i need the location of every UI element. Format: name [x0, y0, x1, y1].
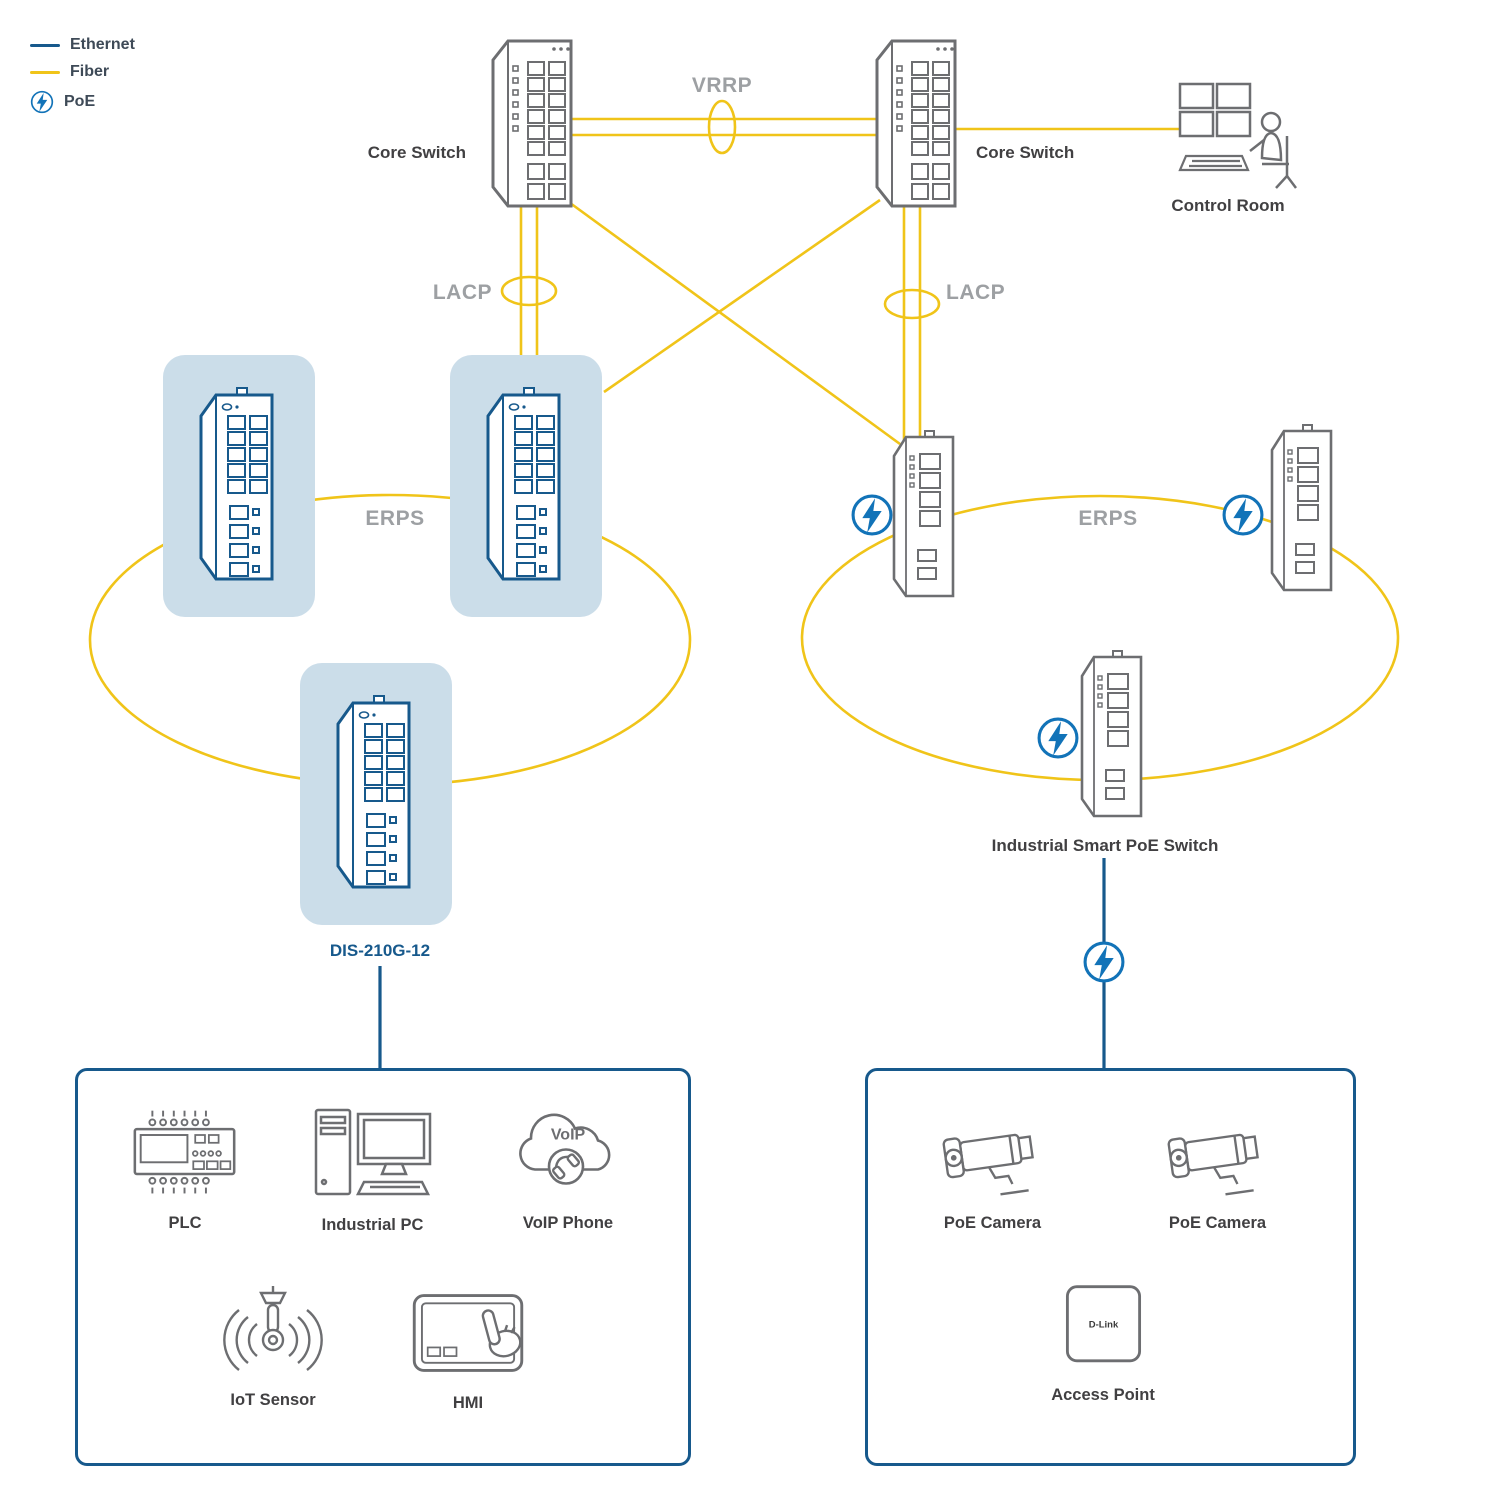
control-room-label: Control Room	[1171, 196, 1285, 215]
erps-right-label: ERPS	[1078, 507, 1138, 530]
fiber-line-swatch	[30, 70, 60, 74]
poe-switch-label: Industrial Smart PoE Switch	[991, 836, 1219, 855]
control-room	[1168, 80, 1298, 195]
core-switch-left	[478, 36, 578, 211]
access-point-label: Access Point	[1051, 1386, 1155, 1404]
poe-lightning-icon	[1221, 493, 1265, 537]
endpoint-poe-camera-1: PoE Camera	[915, 1112, 1070, 1233]
poe-icon	[30, 90, 54, 114]
control-room-icon	[1178, 82, 1297, 189]
voip-phone-icon: VoIP	[518, 1113, 610, 1185]
fiber-cross-link-1	[565, 198, 901, 446]
iot-sensor-icon	[222, 1286, 323, 1371]
industrial-pc-label: Industrial PC	[321, 1216, 424, 1234]
legend-poe: PoE	[30, 90, 135, 114]
vrrp-aggregation-oval	[707, 99, 737, 155]
core-switch-left-label: Core Switch	[367, 143, 466, 162]
voip-phone-label: VoIP Phone	[522, 1214, 614, 1232]
poe-lightning-icon	[850, 493, 894, 537]
poe-switch-2	[1256, 422, 1346, 597]
poe-camera-1-label: PoE Camera	[943, 1214, 1042, 1232]
endpoints-box-right	[865, 1068, 1356, 1466]
endpoint-hmi: HMI	[398, 1286, 538, 1413]
iot-sensor-label: IoT Sensor	[230, 1391, 316, 1409]
legend-fiber: Fiber	[30, 63, 135, 81]
access-point-icon: D-Link	[1065, 1285, 1141, 1363]
vrrp-label: VRRP	[691, 74, 753, 97]
poe-lightning-icon	[1036, 716, 1080, 760]
access-point-logo-text: D-Link	[1088, 1320, 1118, 1331]
endpoint-access-point: D-Link Access Point	[1033, 1282, 1173, 1405]
poe-camera-2-label: PoE Camera	[1168, 1214, 1267, 1232]
core-switch-right-label: Core Switch	[976, 143, 1075, 162]
poe-badge-switch-2	[1221, 493, 1265, 537]
plc-label: PLC	[168, 1214, 202, 1232]
legend-poe-label: PoE	[64, 93, 96, 110]
dis-switch-1	[163, 355, 315, 617]
hmi-label: HMI	[452, 1394, 484, 1412]
poe-badge-link	[1082, 940, 1126, 984]
plc-icon	[133, 1110, 236, 1194]
poe-badge-switch-3	[1036, 716, 1080, 760]
lacp-right-label: LACP	[946, 281, 1006, 304]
legend: Ethernet Fiber PoE	[30, 36, 135, 114]
lacp-left-oval	[500, 275, 558, 307]
fiber-cross-link-2	[603, 198, 881, 394]
dis-switch-icon	[184, 386, 294, 586]
poe-lightning-icon	[1082, 940, 1126, 984]
core-switch-right	[862, 36, 962, 211]
dis-switch-3	[300, 663, 452, 925]
endpoint-iot-sensor: IoT Sensor	[203, 1284, 343, 1410]
hmi-icon	[412, 1294, 523, 1372]
poe-badge-switch-1	[850, 493, 894, 537]
poe-camera-icon	[925, 1112, 1060, 1202]
dis-switch-label: DIS-210G-12	[329, 941, 431, 960]
endpoint-poe-camera-2: PoE Camera	[1140, 1112, 1295, 1233]
poe-switch-icon	[1256, 422, 1346, 597]
endpoint-voip-phone: VoIP VoIP Phone	[498, 1096, 638, 1233]
ethernet-line-swatch	[30, 43, 60, 47]
core-switch-icon	[478, 36, 578, 211]
dis-switch-icon	[471, 386, 581, 586]
industrial-pc-icon	[314, 1108, 432, 1196]
voip-cloud-text: VoIP	[550, 1127, 585, 1144]
lacp-right-oval	[883, 288, 941, 320]
lacp-left-label: LACP	[432, 281, 492, 304]
erps-left-label: ERPS	[365, 507, 425, 530]
core-switch-icon	[862, 36, 962, 211]
legend-ethernet-label: Ethernet	[70, 36, 135, 53]
legend-fiber-label: Fiber	[70, 63, 110, 80]
poe-camera-icon	[1150, 1112, 1285, 1202]
dis-switch-icon	[321, 694, 431, 894]
legend-ethernet: Ethernet	[30, 36, 135, 54]
dis-switch-2	[450, 355, 602, 617]
endpoint-plc: PLC	[115, 1106, 255, 1233]
endpoint-industrial-pc: Industrial PC	[300, 1104, 445, 1235]
